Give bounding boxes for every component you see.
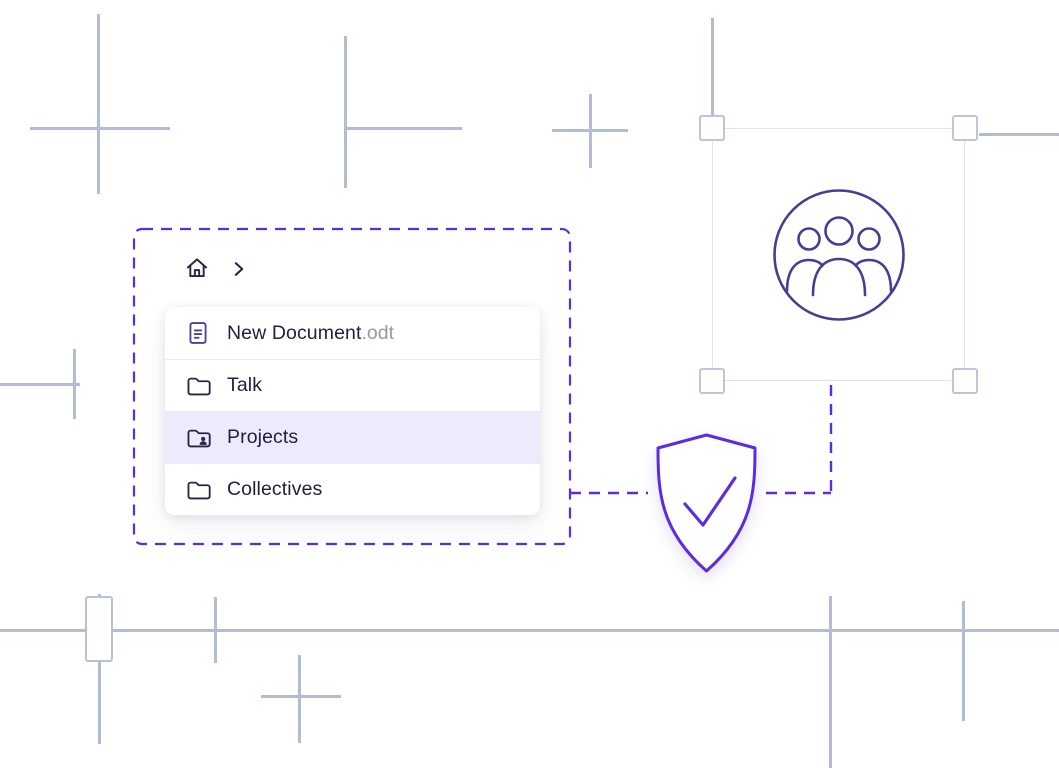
folder-shared-icon <box>185 425 211 451</box>
file-row[interactable]: Talk <box>165 359 540 411</box>
folder-icon <box>185 477 211 503</box>
file-row[interactable]: New Document .odt <box>165 307 540 359</box>
selected-group-tile[interactable] <box>712 128 965 381</box>
decor-line <box>344 127 462 130</box>
shield-check-icon <box>656 433 757 573</box>
decor-line <box>979 133 1059 136</box>
decor-line <box>711 18 714 116</box>
file-name: Projects <box>227 426 299 448</box>
home-icon[interactable] <box>183 254 211 282</box>
breadcrumb <box>183 254 248 282</box>
decor-line <box>214 597 217 663</box>
decor-line <box>98 594 101 744</box>
file-extension: .odt <box>361 321 395 344</box>
selection-handle-bottom-left[interactable] <box>699 368 725 394</box>
selection-handle-top-left[interactable] <box>699 115 725 141</box>
people-group-icon <box>772 188 905 321</box>
file-name: New Document <box>227 321 362 344</box>
decor-handle-rect <box>85 596 113 662</box>
folder-icon <box>185 373 211 399</box>
decor-line <box>829 596 832 768</box>
document-icon <box>185 320 211 346</box>
selection-handle-bottom-right[interactable] <box>952 368 978 394</box>
decor-line <box>261 695 341 698</box>
decor-line <box>0 383 80 386</box>
file-row[interactable]: Projects <box>165 411 540 463</box>
decor-line <box>0 629 1059 632</box>
file-row[interactable]: Collectives <box>165 463 540 515</box>
decor-line <box>30 127 170 130</box>
selection-handle-top-right[interactable] <box>952 115 978 141</box>
decor-line <box>962 601 965 721</box>
file-name: Collectives <box>227 478 323 500</box>
file-name: Talk <box>227 374 263 396</box>
file-list: New Document .odt Talk Projects <box>165 307 540 515</box>
decor-line <box>73 349 76 419</box>
decor-line <box>97 14 100 194</box>
chevron-right-icon <box>229 259 248 278</box>
decor-line <box>552 129 628 132</box>
decor-line <box>298 655 301 743</box>
decor-line <box>344 36 347 188</box>
